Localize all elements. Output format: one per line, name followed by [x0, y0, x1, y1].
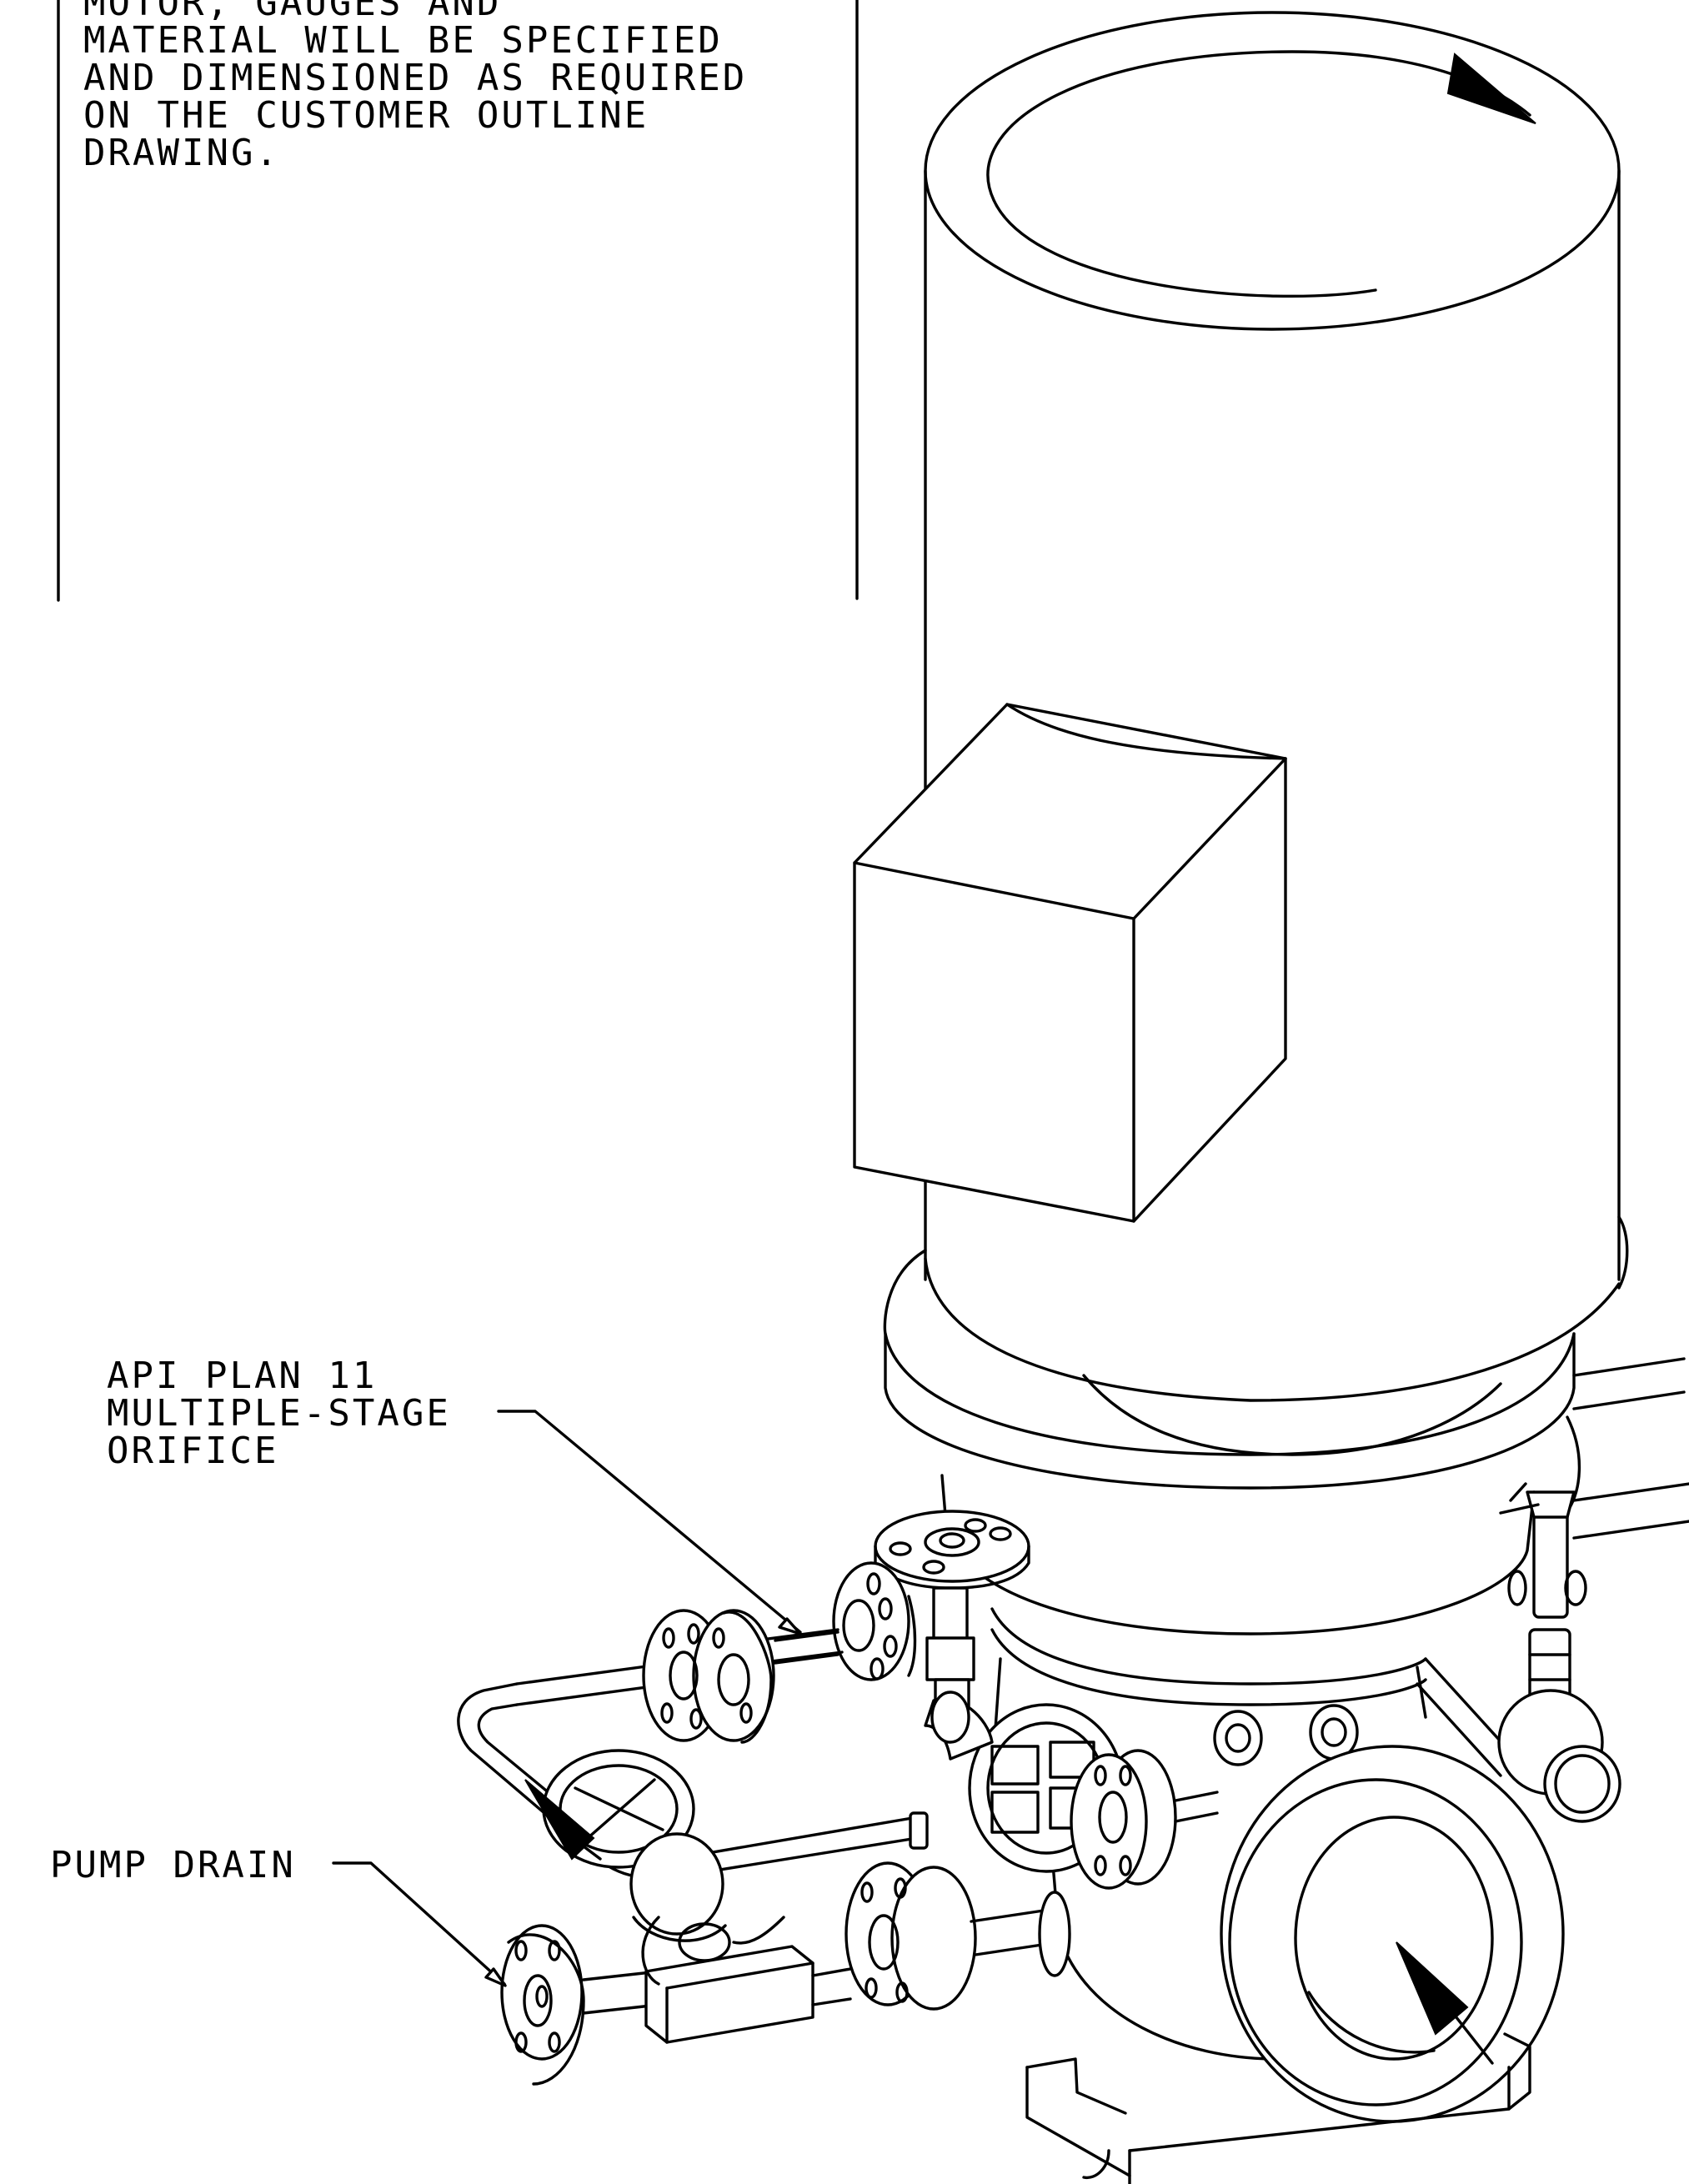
note-line-1: MOTOR, GAUGES AND: [83, 0, 501, 24]
rotation-arrow-arc: [986, 50, 1531, 298]
centre-valve: [924, 1691, 1219, 1890]
motor: [924, 11, 1629, 1290]
suction-nozzle: [1220, 1745, 1565, 2123]
note-line-4: ON THE CUSTOMER OUTLINE: [83, 94, 649, 137]
note-line-5: DRAWING.: [83, 132, 280, 174]
top-valve: [832, 1510, 1030, 1731]
leader-drain-arrowhead: [484, 1967, 507, 1987]
leader-orifice: [497, 1410, 802, 1634]
leader-drain: [332, 1861, 506, 1986]
callout-drain: PUMP DRAIN: [50, 1844, 507, 1987]
motor-adapter: [883, 1249, 1689, 1706]
note-line-2: MATERIAL WILL BE SPECIFIED: [83, 19, 723, 62]
base-plate: [1025, 2032, 1531, 2184]
seal-flush-assembly: [1497, 1482, 1621, 1823]
drain-pipe-assembly: [500, 1861, 1071, 2086]
rotation-arrow-head: [1446, 53, 1536, 124]
note-box: MOTOR, GAUGES AND MATERIAL WILL BE SPECI…: [57, 0, 859, 602]
callout-orifice: API PLAN 11 MULTIPLE-STAGE ORIFICE: [107, 1355, 802, 1635]
callout-orifice-line-1: API PLAN 11: [107, 1355, 377, 1397]
callout-orifice-line-3: ORIFICE: [107, 1430, 278, 1472]
flow-arrow-drain: [524, 1779, 595, 1861]
terminal-box: [853, 703, 1287, 1223]
note-line-3: AND DIMENSIONED AS REQUIRED: [83, 57, 747, 99]
callout-orifice-line-2: MULTIPLE-STAGE: [107, 1392, 451, 1435]
flow-arrow-head: [1396, 1941, 1469, 2036]
orifice-assembly: [515, 1609, 844, 1744]
callout-drain-line-1: PUMP DRAIN: [50, 1844, 296, 1886]
lower-wheel-valve: [524, 1749, 731, 1962]
leader-orifice-arrowhead: [778, 1617, 802, 1635]
